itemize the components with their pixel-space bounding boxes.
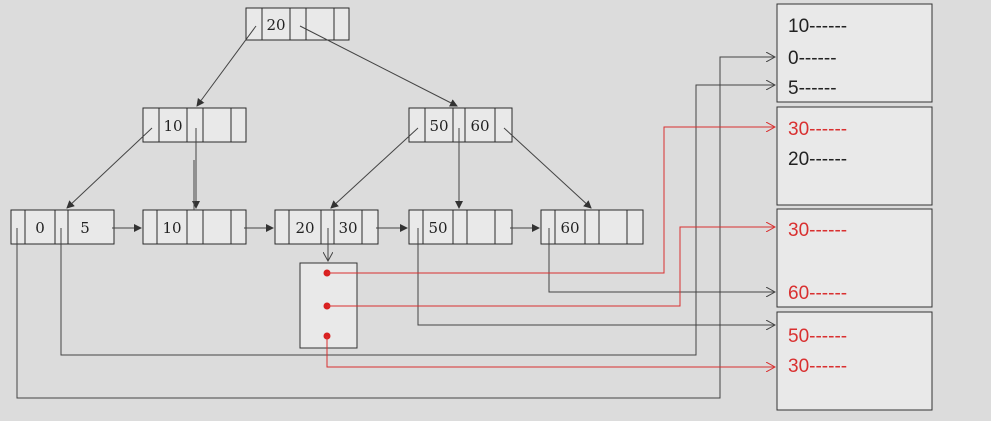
internal-right-key-2: 60: [470, 117, 489, 135]
leaf5-key-1: 60: [560, 219, 579, 237]
page1-record-3: 5------: [788, 78, 837, 99]
internal-node-left: 10: [142, 107, 247, 143]
page4-record-2: 30------: [788, 356, 847, 377]
data-page-4: 50------ 30------: [776, 311, 933, 411]
page4-record-1: 50------: [788, 326, 847, 347]
leaf-node-5: 60: [540, 209, 644, 245]
leaf-node-2: 10: [142, 209, 247, 245]
leaf2-key-1: 10: [162, 219, 181, 237]
page3-record-1: 30------: [788, 220, 847, 241]
page2-record-2: 20------: [788, 149, 847, 170]
root-key-1: 20: [266, 16, 285, 34]
tree-edges: [66, 25, 592, 209]
page1-record-2: 0------: [788, 48, 837, 69]
leaf3-key-1: 20: [295, 219, 314, 237]
internal-right-key-1: 50: [429, 117, 448, 135]
bucket-record-pointers: [326, 127, 775, 367]
page2-record-1: 30------: [788, 119, 847, 140]
data-page-1: 10------ 0------ 5------: [776, 3, 933, 103]
data-page-3: 30------ 60------: [776, 208, 933, 308]
root-node: 20: [245, 7, 350, 41]
leaf3-key-2: 30: [338, 219, 357, 237]
leaf1-key-1: 0: [35, 219, 45, 237]
data-page-2: 30------ 20------: [776, 106, 933, 206]
leaf1-key-2: 5: [80, 219, 90, 237]
leaf-node-4: 50: [408, 209, 513, 245]
internal-left-key-1: 10: [163, 117, 182, 135]
internal-node-right: 50 60: [408, 107, 513, 143]
leaf-node-3: 20 30: [274, 209, 379, 245]
record-pointers: [16, 57, 775, 399]
pointer-bucket: [299, 228, 358, 349]
page3-record-2: 60------: [788, 283, 847, 304]
leaf4-key-1: 50: [428, 219, 447, 237]
page1-record-1: 10------: [788, 16, 847, 37]
leaf-node-1: 0 5: [10, 209, 115, 245]
